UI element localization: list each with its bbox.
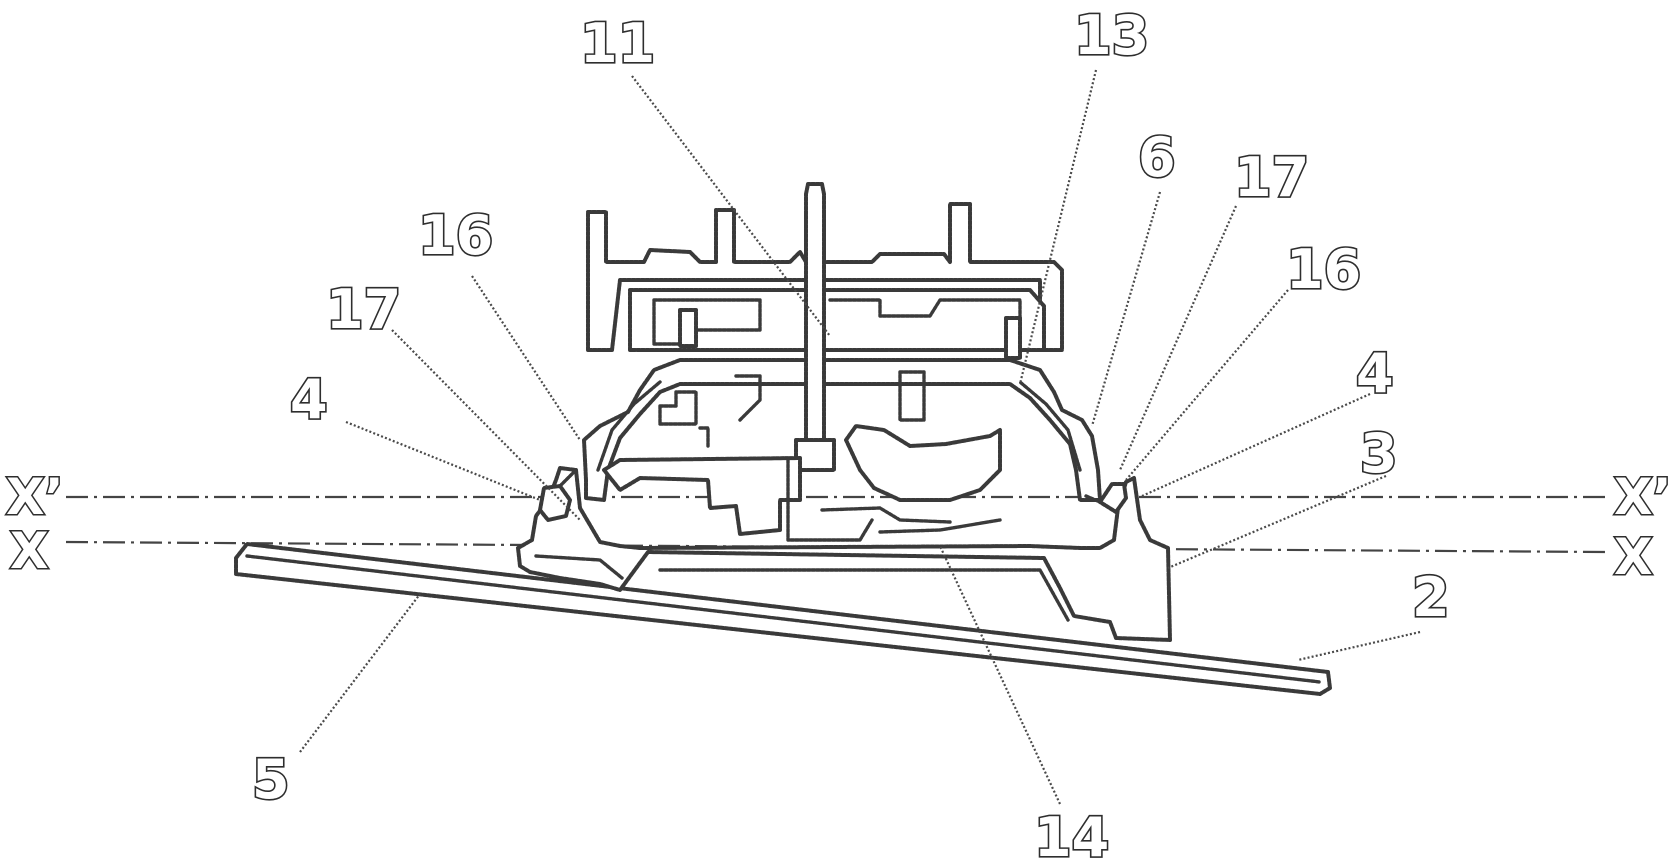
ref-numeral-17-left: 17 <box>326 278 401 341</box>
ref-numeral-17-right: 17 <box>1234 146 1309 209</box>
ref-numeral-16-left: 16 <box>418 204 493 267</box>
ref-numeral-4-right: 4 <box>1356 342 1394 405</box>
ref-numeral-5: 5 <box>252 748 290 811</box>
axis-label-x-left: X <box>10 522 49 580</box>
axis-label-x-prime-left: X’ <box>6 468 64 526</box>
ref-numeral-3: 3 <box>1360 422 1398 485</box>
ref-numeral-11: 11 <box>580 12 655 75</box>
ref-numeral-2: 2 <box>1412 566 1450 629</box>
ref-numeral-16-right: 16 <box>1286 238 1361 301</box>
ref-numeral-14: 14 <box>1034 806 1109 866</box>
ref-numeral-6: 6 <box>1138 126 1176 189</box>
ref-numeral-4-left: 4 <box>290 368 328 431</box>
axis-label-x-right: X <box>1614 528 1653 586</box>
axis-label-x-prime-right: X’ <box>1614 468 1672 526</box>
ref-numeral-13: 13 <box>1074 4 1149 67</box>
